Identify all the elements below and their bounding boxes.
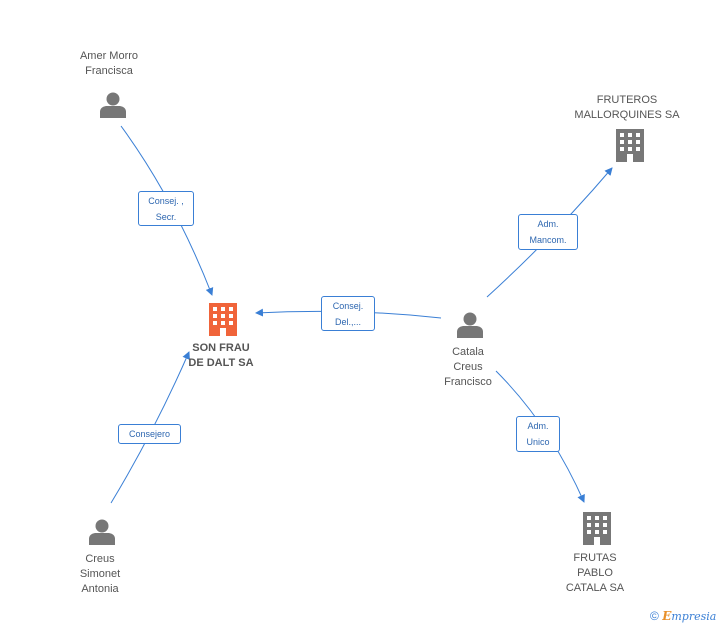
edge-label-line: Unico — [526, 437, 550, 447]
node-label-creus-simonet-antonia[interactable]: Creus Simonet Antonia — [55, 552, 145, 597]
node-name-line: Catala — [452, 346, 484, 358]
empresia-credit: © Empresia — [650, 609, 716, 623]
node-name-line: FRUTEROS — [596, 94, 658, 106]
edge-label-line: Consej. , — [148, 196, 184, 206]
copyright-symbol: © — [650, 609, 659, 623]
edge-label-line: Mancom. — [529, 235, 567, 245]
node-name-line: Creus — [453, 361, 483, 373]
node-name-line: Amer Morro — [79, 50, 139, 62]
node-name-line: Francisca — [85, 65, 133, 77]
node-name-line: Simonet — [79, 568, 121, 580]
edge-label-line: Secr. — [155, 212, 177, 222]
node-name-line: DE DALT SA — [188, 357, 254, 369]
edge-label-consej-del[interactable]: Consej. Del.,... — [321, 296, 375, 331]
edge-label-line: Del.,... — [334, 317, 361, 327]
edge-label-line: Consejero — [128, 429, 171, 439]
node-label-catala-creus-francisco[interactable]: Catala Creus Francisco — [423, 345, 513, 390]
node-label-amer-morro-francisca[interactable]: Amer Morro Francisca — [64, 49, 154, 79]
empresia-logo-text: mpresia — [671, 610, 717, 623]
focal-building-icon[interactable] — [208, 302, 238, 338]
person-icon[interactable] — [98, 90, 128, 120]
edge-label-consejero[interactable]: Consejero — [118, 424, 181, 444]
node-name-line: Creus — [85, 553, 115, 565]
node-name-line: PABLO — [577, 567, 613, 579]
edge-label-adm-mancom[interactable]: Adm. Mancom. — [518, 214, 578, 250]
empresia-logo-initial: E — [662, 609, 672, 623]
node-label-son-frau-de-dalt-sa[interactable]: SON FRAU DE DALT SA — [171, 341, 271, 371]
node-name-line: SON FRAU — [192, 342, 250, 354]
node-name-line: Antonia — [81, 583, 119, 595]
node-name-line: Francisco — [444, 376, 492, 388]
node-label-fruteros-mallorquines-sa[interactable]: FRUTEROS MALLORQUINES SA — [567, 93, 687, 123]
edge-label-line: Adm. — [527, 421, 549, 431]
edge-label-line: Adm. — [537, 219, 559, 229]
building-icon[interactable] — [615, 128, 645, 164]
node-name-line: FRUTAS — [573, 552, 617, 564]
edge-label-line: Consej. — [332, 301, 364, 311]
node-label-frutas-pablo-catala-sa[interactable]: FRUTAS PABLO CATALA SA — [550, 551, 640, 596]
edge-label-adm-unico[interactable]: Adm. Unico — [516, 416, 560, 452]
node-name-line: CATALA SA — [565, 582, 625, 594]
person-icon[interactable] — [87, 517, 117, 547]
person-icon[interactable] — [455, 310, 485, 340]
building-icon[interactable] — [582, 511, 612, 547]
edge-label-consej-secr[interactable]: Consej. , Secr. — [138, 191, 194, 226]
node-name-line: MALLORQUINES SA — [574, 109, 680, 121]
